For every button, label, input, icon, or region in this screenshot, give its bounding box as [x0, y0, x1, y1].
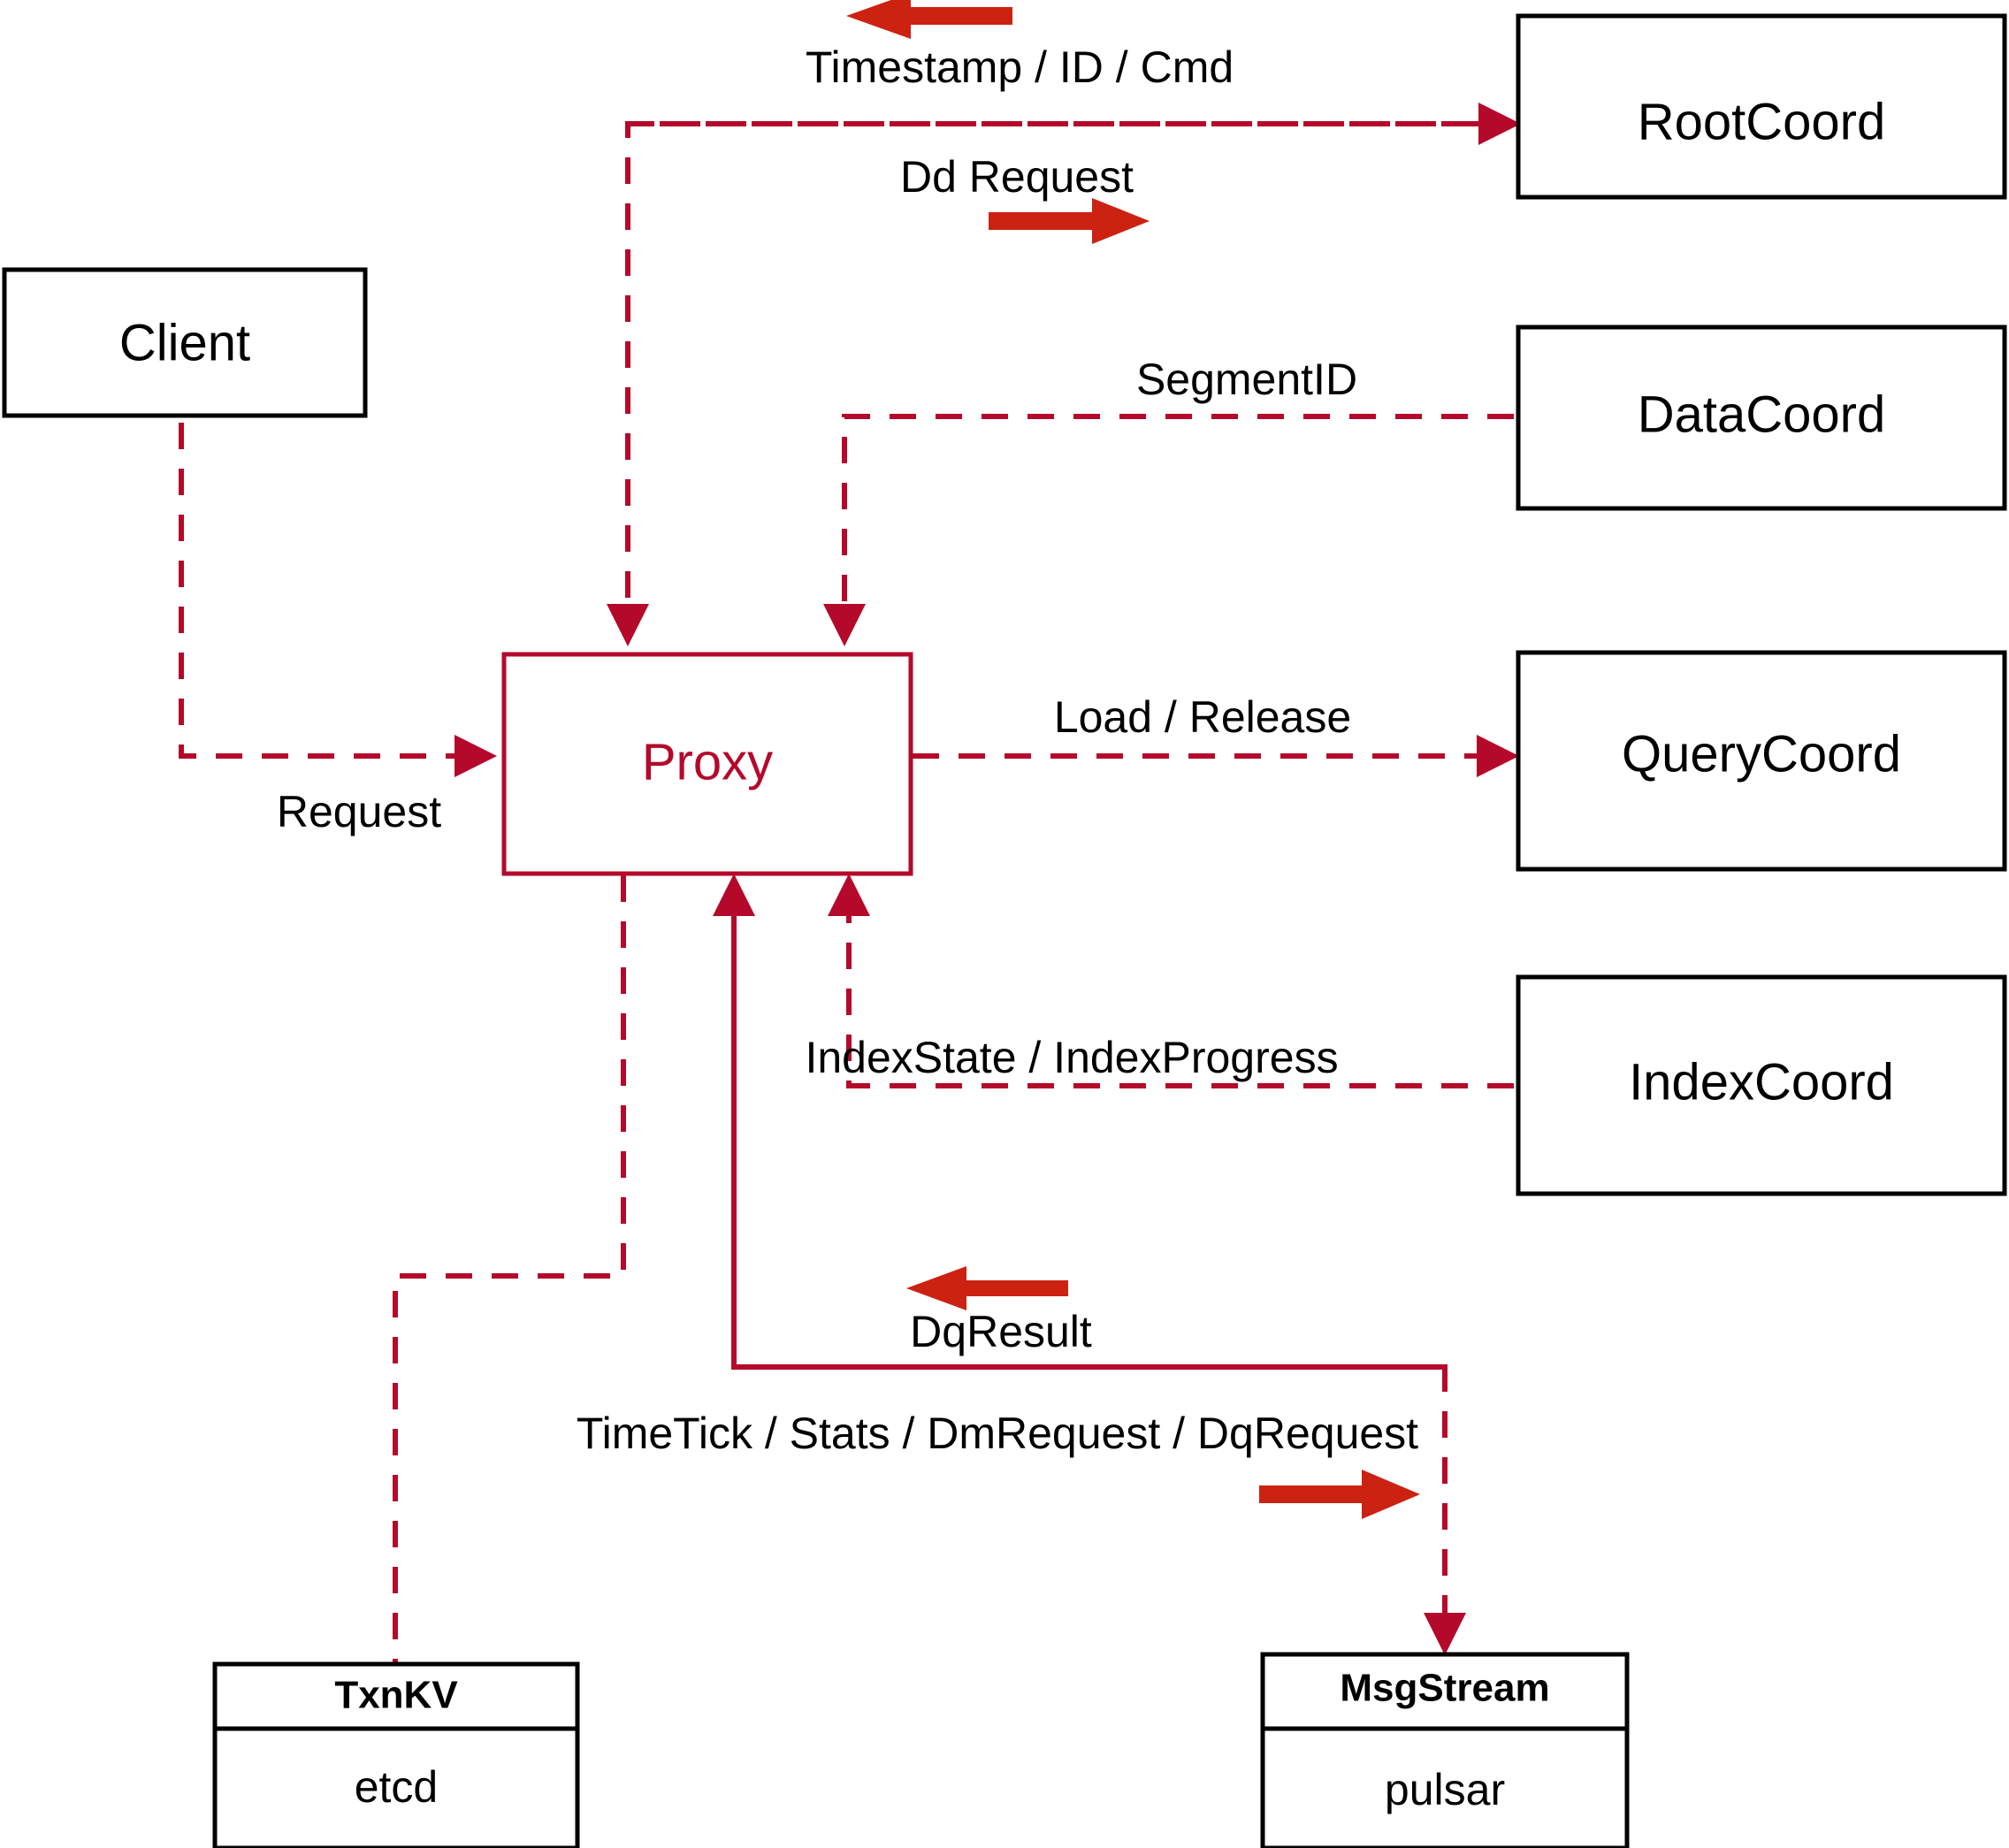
node-querycoord-box[interactable] [1516, 650, 2007, 872]
edge-client-to-proxy [179, 423, 497, 777]
edge-datacoord-to-proxy [823, 414, 1514, 646]
edge-label-request: Request [277, 787, 441, 836]
edge-label-segment-id: SegmentID [1136, 355, 1357, 404]
node-querycoord-label: QueryCoord [1622, 725, 1901, 783]
node-txnkv-box[interactable] [212, 1661, 580, 1848]
edge-msgstream-to-proxy [713, 874, 1445, 1370]
node-txnkv-header-label: TxnKV [334, 1674, 458, 1717]
node-rootcoord-label: RootCoord [1638, 93, 1885, 150]
node-datacoord[interactable]: DataCoord [1516, 325, 2007, 511]
edge-label-timestamp-id-cmd: Timestamp / ID / Cmd [806, 42, 1234, 92]
node-rootcoord[interactable]: RootCoord [1516, 13, 2007, 200]
node-proxy-box[interactable] [501, 652, 913, 876]
edge-msgstream-to-proxy-path [713, 874, 1445, 1370]
edge-proxy-to-msgstream-path [731, 881, 1466, 1655]
edge-datacoord-to-proxy-path [823, 414, 1514, 646]
node-client-label: Client [119, 314, 250, 371]
node-txnkv[interactable]: TxnKV etcd [212, 1661, 580, 1848]
edge-proxy-to-txnkv-path [393, 875, 626, 1662]
node-proxy-label: Proxy [642, 733, 773, 790]
edge-indexcoord-to-proxy [828, 874, 1514, 1088]
dqresult-direction-arrow [906, 1266, 1068, 1310]
node-proxy[interactable]: Proxy [501, 652, 913, 876]
node-indexcoord-label: IndexCoord [1629, 1053, 1894, 1111]
edge-label-timetick-stats: TimeTick / Stats / DmRequest / DqRequest [577, 1409, 1418, 1458]
node-querycoord[interactable]: QueryCoord [1516, 650, 2007, 872]
edge-client-to-proxy-path [179, 423, 497, 777]
node-rootcoord-box[interactable] [1516, 13, 2007, 200]
node-client[interactable]: Client [2, 267, 368, 418]
node-msgstream-header-label: MsgStream [1340, 1667, 1549, 1710]
dd-request-direction-arrow [989, 198, 1150, 244]
edge-label-index-state-progress: IndexState / IndexProgress [805, 1033, 1338, 1082]
node-datacoord-label: DataCoord [1638, 386, 1885, 443]
timestamp-direction-arrow [846, 0, 1012, 39]
edge-proxy-to-txnkv [393, 875, 626, 1662]
edge-label-dd-request: Dd Request [900, 152, 1134, 202]
node-datacoord-box[interactable] [1516, 325, 2007, 511]
node-txnkv-sub-label: etcd [355, 1762, 439, 1812]
edge-indexcoord-to-proxy-path [828, 874, 1514, 1088]
edge-label-load-release: Load / Release [1054, 692, 1351, 742]
node-msgstream[interactable]: MsgStream pulsar [1260, 1652, 1630, 1848]
node-indexcoord-box[interactable] [1516, 974, 2007, 1196]
timetick-direction-arrow [1259, 1470, 1420, 1519]
node-indexcoord[interactable]: IndexCoord [1516, 974, 2007, 1196]
node-msgstream-sub-label: pulsar [1385, 1765, 1505, 1814]
edge-label-dq-result: DqResult [910, 1307, 1092, 1356]
node-msgstream-box[interactable] [1260, 1652, 1630, 1848]
node-client-box[interactable] [2, 267, 368, 418]
edge-proxy-to-msgstream [731, 881, 1466, 1655]
